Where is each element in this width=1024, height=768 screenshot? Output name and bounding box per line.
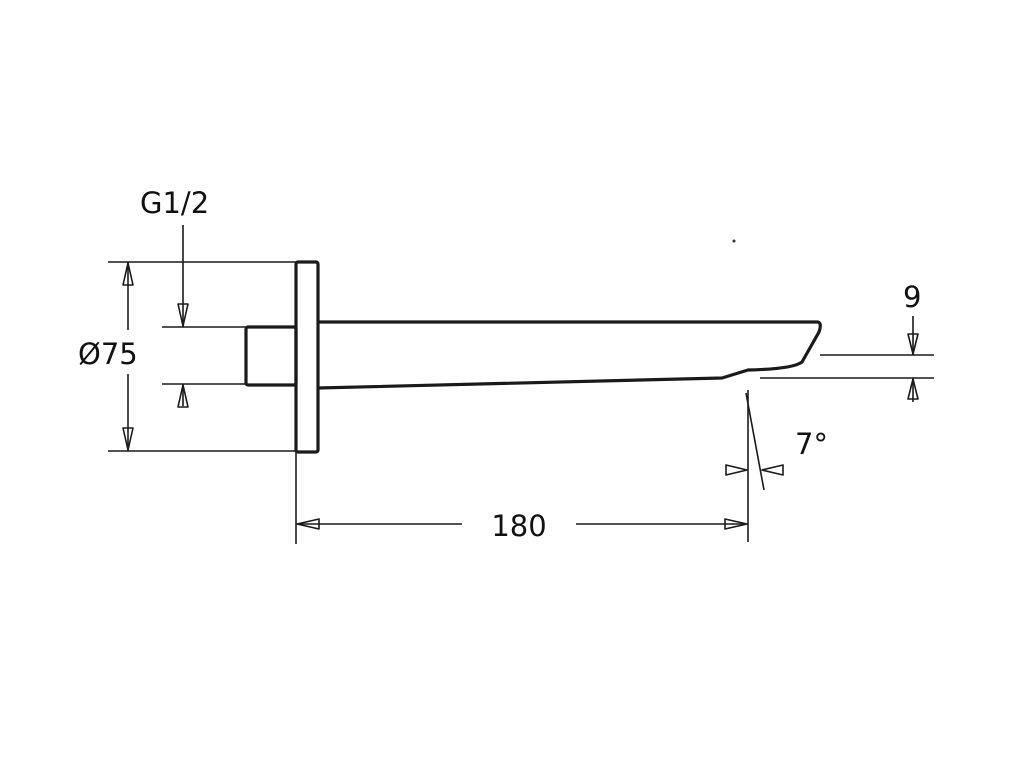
length-arrow-right xyxy=(724,518,748,530)
wall-flange xyxy=(294,260,320,454)
thread-label: G1/2 xyxy=(140,186,209,220)
length-arrow-left xyxy=(296,518,320,530)
height-arrow-top xyxy=(907,333,919,355)
angle-dimension: 7° xyxy=(725,390,828,542)
length-label: 180 xyxy=(491,509,546,543)
height-dimension: 9 xyxy=(760,280,934,402)
height-arrow-bottom xyxy=(907,378,919,400)
height-label: 9 xyxy=(903,280,921,314)
angle-arrow-left xyxy=(725,464,748,476)
diameter-arrow-bottom xyxy=(122,427,134,451)
diameter-dimension: Ø75 xyxy=(78,261,296,452)
spout-body xyxy=(317,320,822,390)
diameter-arrow-top xyxy=(122,262,134,286)
angle-label: 7° xyxy=(795,427,828,461)
thread-connector xyxy=(244,325,298,387)
diameter-label: Ø75 xyxy=(78,337,138,371)
stray-dot xyxy=(732,239,736,243)
length-dimension: 180 xyxy=(295,452,748,544)
angle-arrow-right xyxy=(761,464,784,476)
thread-dimension: G1/2 xyxy=(140,186,246,408)
thread-arrow-bottom xyxy=(177,384,189,408)
thread-arrow-top xyxy=(177,303,189,327)
